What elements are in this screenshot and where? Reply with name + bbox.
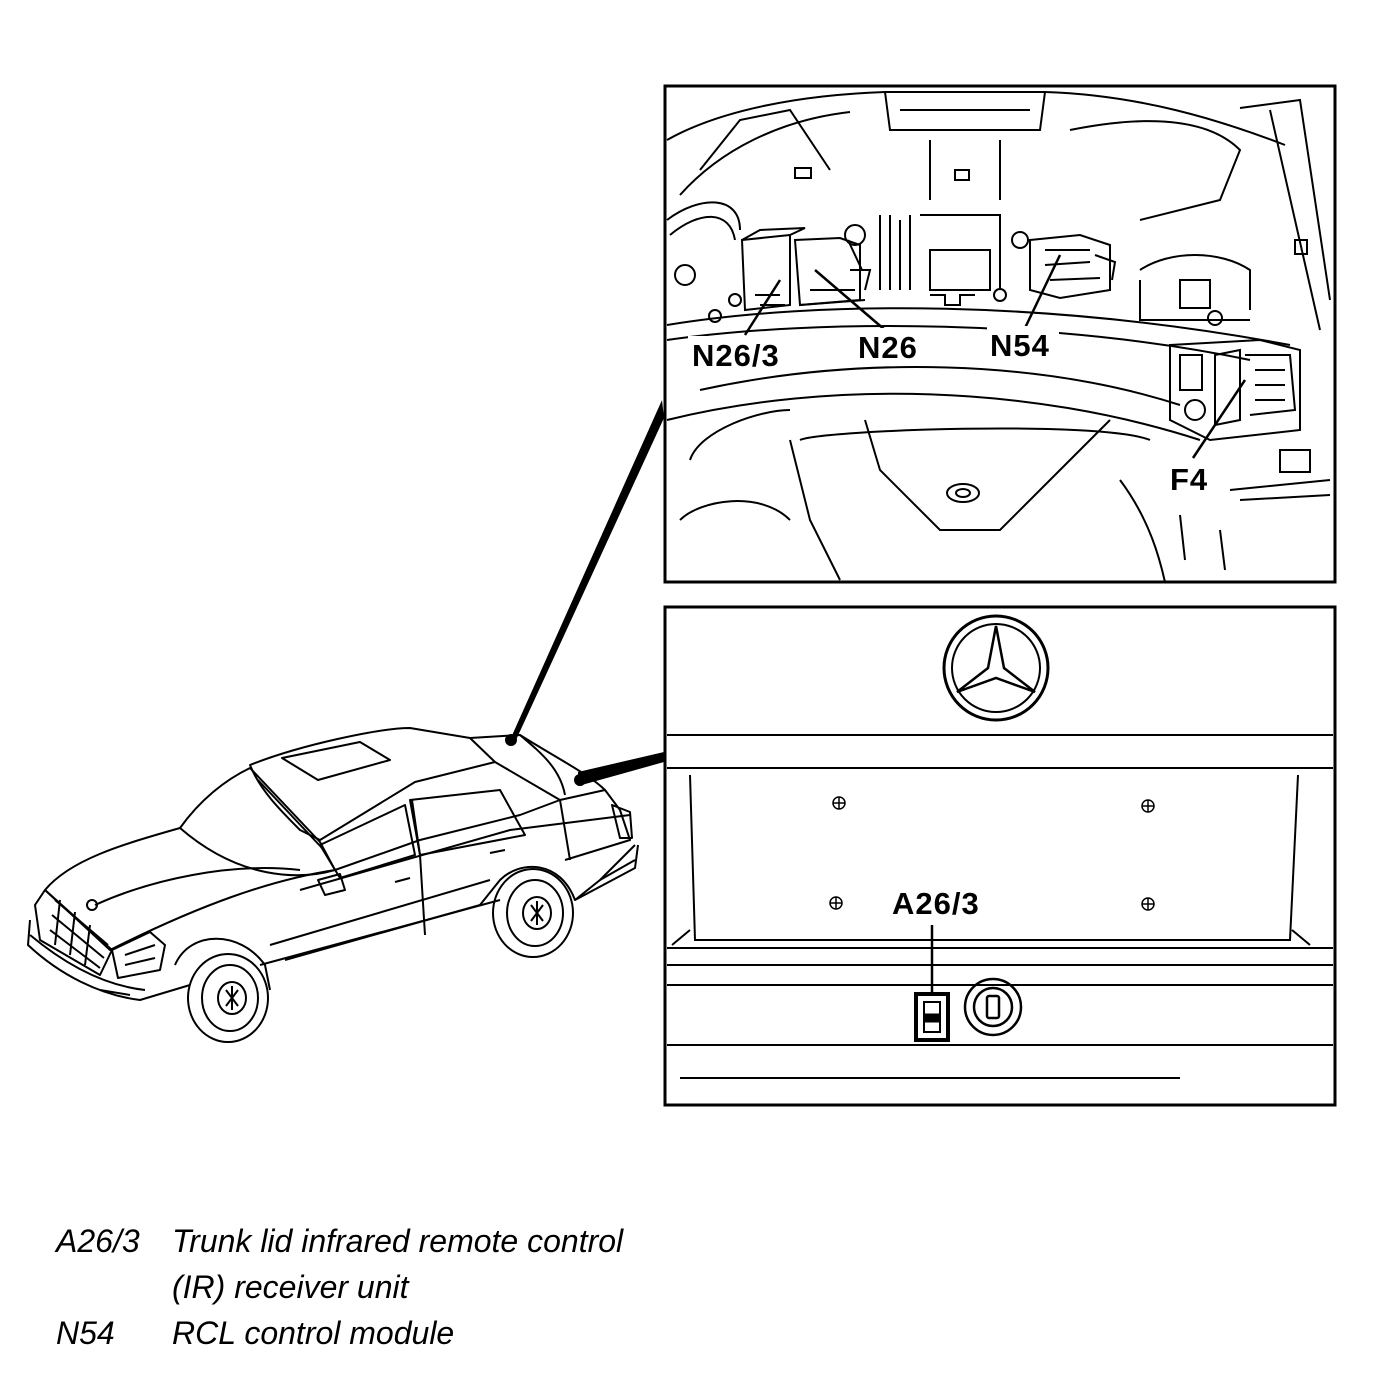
legend-description: RCL control module (172, 1310, 816, 1356)
legend-code: N54 (56, 1315, 115, 1351)
callout-n54: N54 (990, 328, 1050, 363)
legend-description: Trunk lid infrared remote control (IR) r… (172, 1218, 816, 1310)
legend-code: A26/3 (56, 1223, 140, 1259)
callout-f4: F4 (1170, 462, 1208, 497)
car-illustration (27, 727, 639, 1043)
trunk-interior-inset: N26/3 N26 N54 F4 (663, 84, 1337, 584)
legend-item-a26-3: A26/3 Trunk lid infrared remote control … (56, 1218, 816, 1310)
callout-a26-3: A26/3 (892, 886, 980, 921)
legend-line: (IR) receiver unit (172, 1269, 409, 1305)
legend: A26/3 Trunk lid infrared remote control … (56, 1218, 816, 1356)
legend-item-n54: N54 RCL control module (56, 1310, 816, 1356)
trunk-lock-icon (963, 977, 1023, 1037)
plate-screws (829, 796, 1155, 911)
legend-line: Trunk lid infrared remote control (172, 1223, 624, 1259)
trunk-lid-inset: A26/3 (663, 605, 1337, 1107)
callout-n26: N26 (858, 330, 918, 365)
star-emblem-icon (942, 614, 1050, 722)
pointer-lines (505, 400, 664, 786)
callout-n26-3: N26/3 (692, 338, 780, 373)
legend-line: RCL control module (172, 1315, 455, 1351)
